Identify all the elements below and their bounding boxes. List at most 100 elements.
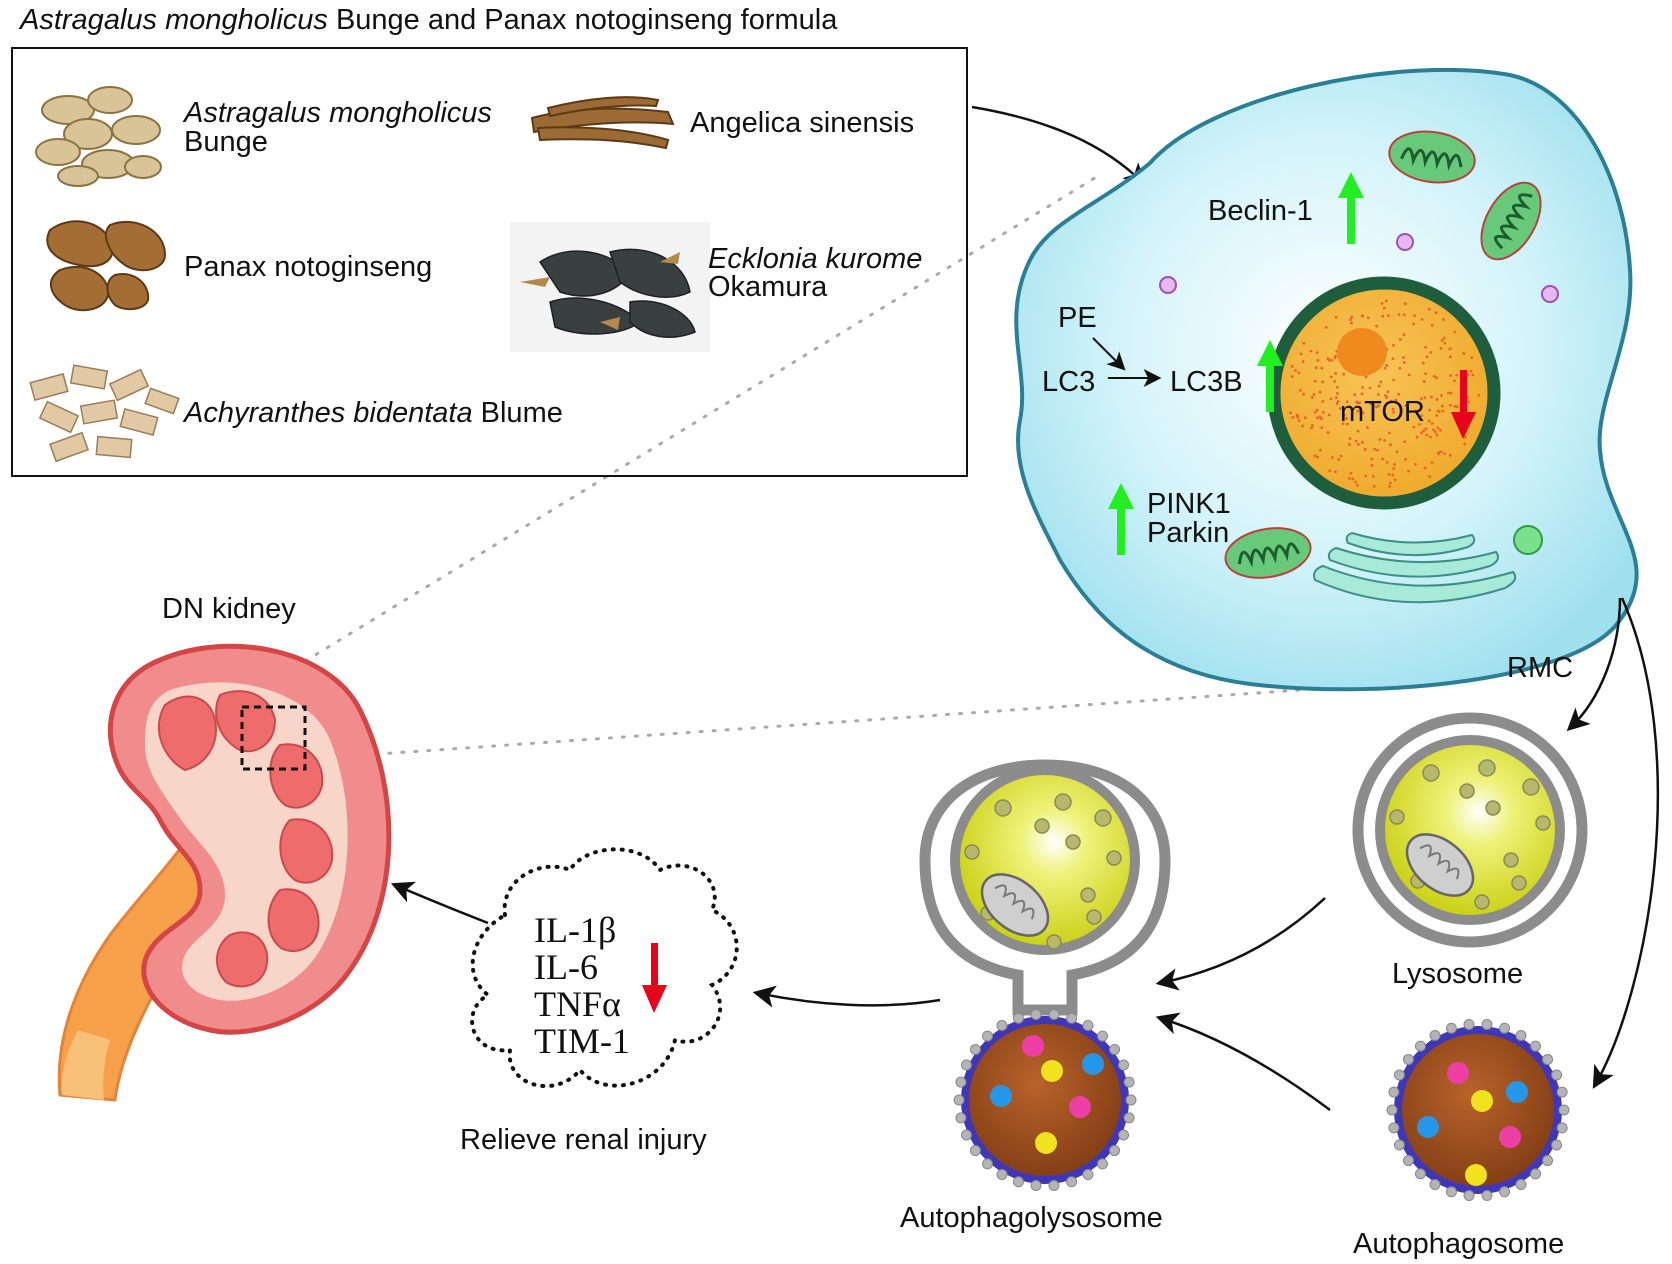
rmc-label: RMC <box>1507 652 1574 684</box>
autophagolysosome-label: Autophagolysosome <box>900 1202 1163 1234</box>
membrane-bead <box>981 1030 993 1042</box>
membrane-bead <box>1530 1040 1542 1052</box>
nucleus-speckle <box>1424 372 1428 375</box>
nucleus-speckle <box>1388 484 1391 488</box>
nucleus-speckle <box>1315 408 1319 412</box>
up-arrow-pink1 <box>1108 483 1134 555</box>
membrane-bead <box>1445 1022 1457 1034</box>
nucleus-speckle <box>1320 417 1323 420</box>
nucleus-speckle <box>1334 315 1338 319</box>
nucleus-speckle <box>1377 384 1381 388</box>
nucleus-speckle <box>1387 431 1391 435</box>
herb-formula-box <box>11 47 968 477</box>
nucleus-speckle <box>1392 410 1396 414</box>
nucleus-speckle <box>1310 423 1314 427</box>
nucleus-speckle <box>1353 393 1357 396</box>
nucleus-speckle <box>1391 357 1395 361</box>
membrane-bead <box>1030 1008 1042 1020</box>
nucleus-speckle <box>1471 373 1475 377</box>
pink1-text: PINK1 <box>1147 488 1231 520</box>
nucleus-speckle <box>1382 306 1386 310</box>
notoginseng-root-photo <box>46 220 167 312</box>
nucleus-speckle <box>1402 356 1405 359</box>
membrane-bead <box>1515 1178 1527 1190</box>
cytokine-il1b: IL-1β <box>534 910 617 950</box>
membrane-bead <box>1388 1122 1400 1134</box>
nucleus-speckle <box>1316 358 1320 362</box>
nucleus-speckle <box>1328 469 1332 473</box>
nucleus-speckle <box>1370 464 1374 467</box>
nucleus-speckle <box>1361 386 1365 389</box>
nucleus-speckle <box>1449 403 1452 407</box>
nucleus-speckle <box>1434 430 1437 434</box>
cytokine-cloud <box>470 847 739 1088</box>
nucleus-speckle <box>1334 371 1338 375</box>
nucleus-speckle <box>1391 407 1395 411</box>
nucleus-speckle <box>1384 299 1388 303</box>
nucleus-speckle <box>1420 414 1424 418</box>
nucleus-speckle <box>1392 467 1395 470</box>
nucleus-speckle <box>1392 344 1395 347</box>
nucleus-speckle <box>1333 379 1337 383</box>
nucleus-speckle <box>1424 345 1427 349</box>
cytokine-tnfa: TNFα <box>534 984 621 1024</box>
kidney-illustration <box>57 643 392 1102</box>
nucleus-speckle <box>1455 405 1459 409</box>
nucleus-speckle <box>1302 392 1305 396</box>
cytokine-list: IL-1β IL-6 TNFα TIM-1 <box>534 912 630 1060</box>
nucleus-speckle <box>1469 369 1473 373</box>
mitochondrion-bottom <box>1224 527 1312 579</box>
nucleus-speckle <box>1326 357 1330 361</box>
nucleus-speckle <box>1443 341 1447 345</box>
nucleus-speckle <box>1423 466 1427 470</box>
autophagosome <box>1386 1018 1570 1202</box>
nucleus-speckle <box>1350 315 1354 319</box>
membrane-bead <box>1048 1008 1060 1020</box>
nucleus-speckle <box>1425 433 1429 437</box>
nucleus-speckle <box>1316 455 1320 459</box>
membrane-bead <box>1542 1053 1554 1065</box>
nucleus-speckle <box>1289 411 1292 415</box>
nucleus-speckle <box>1366 426 1369 429</box>
outcome-label: Relieve renal injury <box>460 1124 707 1156</box>
nucleus-speckle <box>1441 409 1445 413</box>
nucleus-speckle <box>1299 388 1302 392</box>
membrane-bead <box>1542 1155 1554 1167</box>
nucleus-speckle <box>1334 470 1337 474</box>
nucleus-speckle <box>1386 390 1390 394</box>
title-rest: Bunge and Panax notoginseng formula <box>327 4 838 36</box>
nucleus-speckle <box>1356 483 1359 487</box>
membrane-bead <box>1414 1168 1426 1180</box>
nucleus-speckle <box>1345 400 1349 404</box>
cell-to-autophagosome-arrow <box>1592 597 1660 1089</box>
nucleus-speckle <box>1339 454 1343 458</box>
nucleus-speckle <box>1463 442 1467 446</box>
achyranthes-pieces-photo <box>29 364 180 463</box>
nucleus-speckle <box>1427 307 1431 311</box>
nucleus-speckle <box>1422 380 1426 383</box>
green-vesicle <box>1513 525 1543 555</box>
membrane-bead <box>969 1043 981 1055</box>
nucleus-speckle <box>1296 413 1299 417</box>
nucleus-speckle <box>1470 356 1474 360</box>
nucleus-speckle <box>1361 411 1365 415</box>
golgi-apparatus <box>1313 531 1517 604</box>
membrane-bead <box>1530 1168 1542 1180</box>
nucleus-speckle <box>1336 392 1339 395</box>
herb-rest: Angelica sinensis <box>690 107 915 139</box>
beclin-label: Beclin-1 <box>1208 195 1313 227</box>
nucleus-speckle <box>1404 457 1407 461</box>
nucleus-speckle <box>1467 400 1471 404</box>
vesicles <box>1159 233 1559 303</box>
nucleus-speckle <box>1345 417 1348 420</box>
nucleus-speckle <box>1384 394 1387 397</box>
parkin-text: Parkin <box>1147 517 1230 549</box>
nucleus-speckle <box>1455 373 1459 377</box>
nucleus-speckle <box>1297 371 1301 375</box>
nucleus-speckle <box>1350 321 1353 325</box>
nucleus-speckle <box>1356 429 1360 433</box>
membrane-bead <box>1082 1020 1094 1032</box>
lysosome-to-autophagolysosome-arrow <box>1155 897 1326 991</box>
kelp-photo <box>510 222 710 352</box>
nucleus-speckle <box>1449 374 1453 378</box>
